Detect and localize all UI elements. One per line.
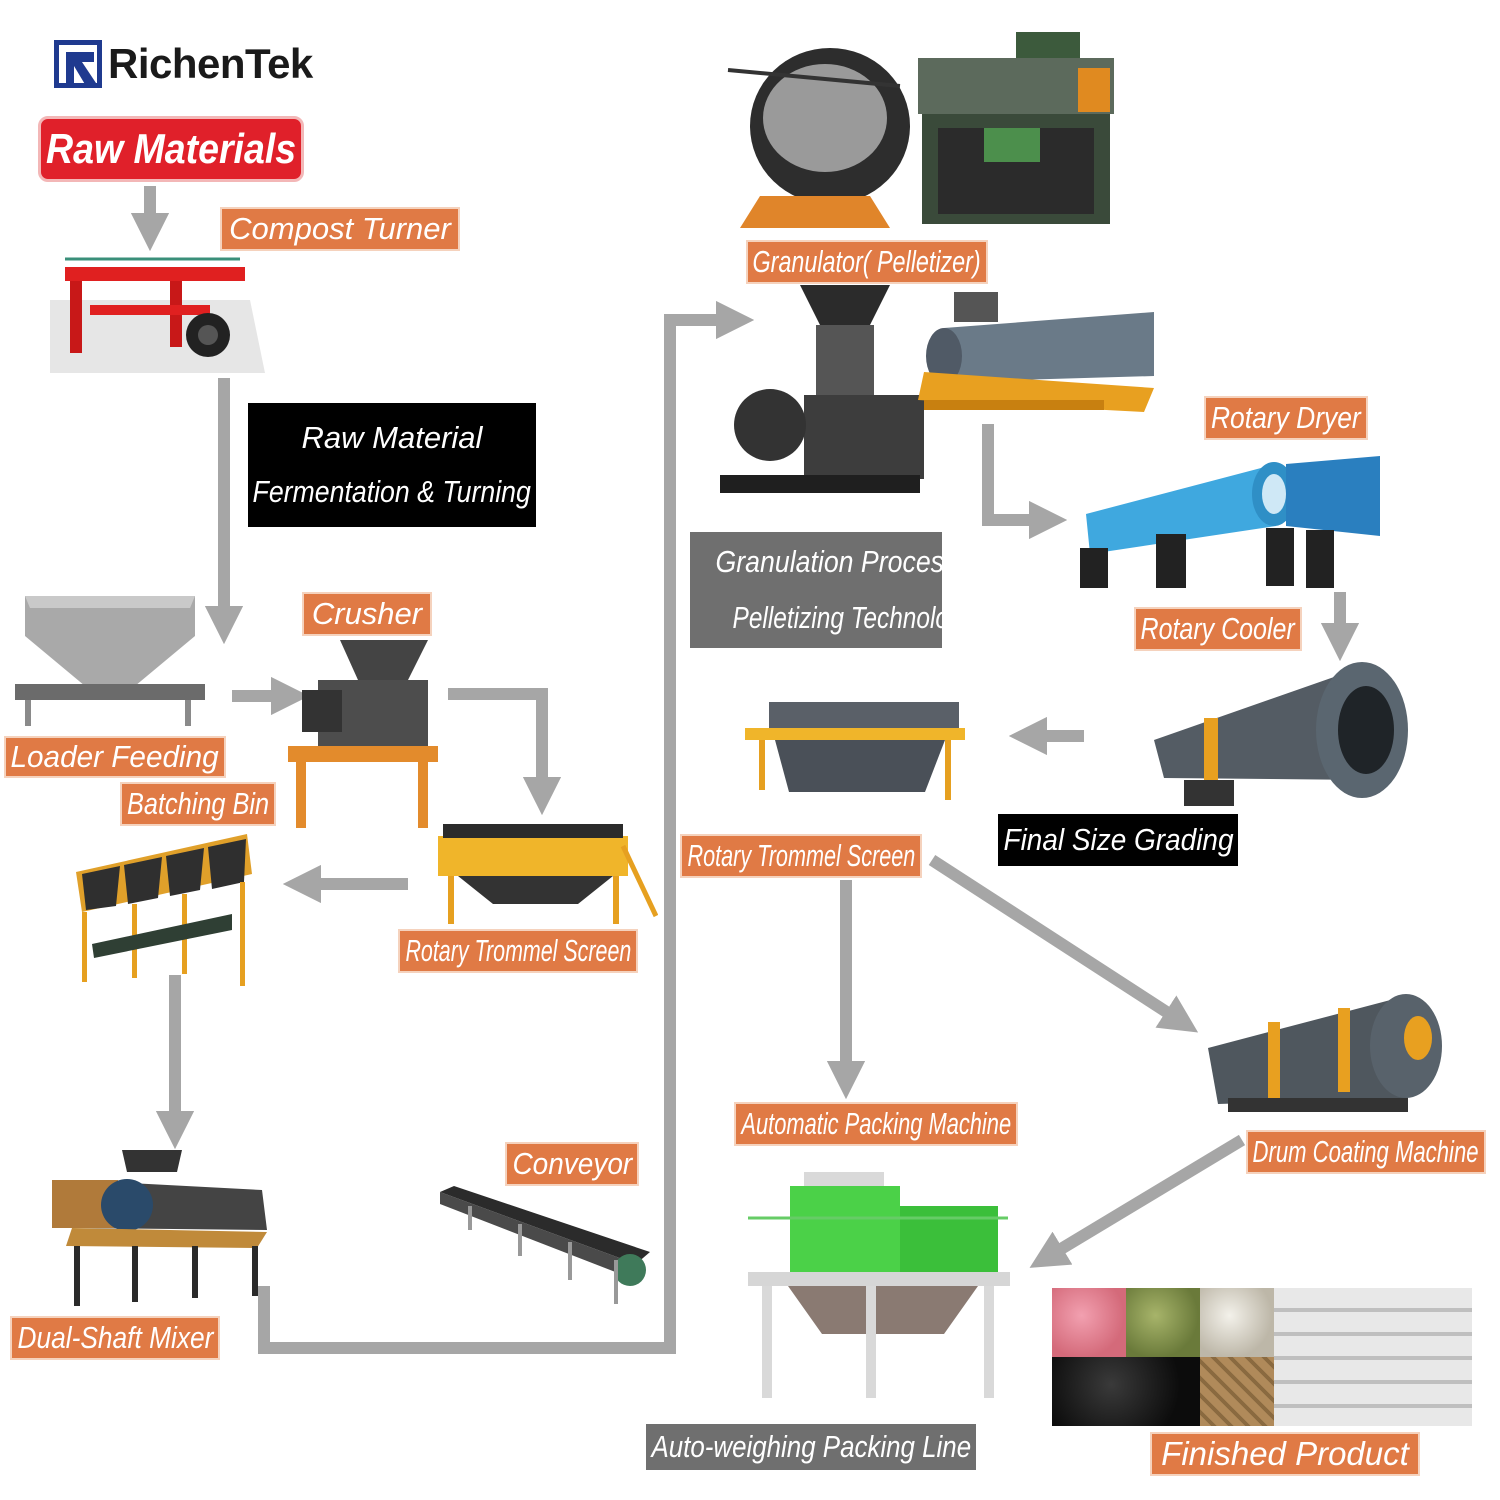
arrow-crusher-to-screen <box>448 688 562 816</box>
label-dual-shaft-mixer: Dual-Shaft Mixer <box>10 1316 220 1360</box>
label-conveyor: Conveyor <box>505 1142 639 1186</box>
richentek-logo: RichenTek <box>54 38 324 90</box>
arrow-granulator-to-dryer <box>982 424 1068 540</box>
black-pellets-tile <box>1052 1357 1200 1426</box>
drum-coating-machine-illustration <box>1208 994 1442 1112</box>
label-rotary-dryer: Rotary Dryer <box>1204 396 1368 440</box>
label-rotary-cooler: Rotary Cooler <box>1134 607 1302 651</box>
logo-mark-icon <box>54 40 102 88</box>
arrow-coating-to-product <box>1029 1134 1246 1268</box>
disc-granulator-illustration <box>727 48 910 228</box>
label-raw-materials: Raw Materials <box>38 116 304 182</box>
white-pellets-tile <box>1200 1288 1274 1357</box>
finished-product-photo <box>1052 1288 1472 1426</box>
label-finished-product: Finished Product <box>1150 1432 1420 1476</box>
rotary-trommel-screen-2-illustration <box>745 702 965 800</box>
extrusion-granulator-illustration <box>918 32 1114 224</box>
label-rotary-trommel-screen-2: Rotary Trommel Screen <box>680 834 922 878</box>
automatic-packing-machine-illustration <box>748 1172 1010 1398</box>
pellet-mill-illustration <box>720 285 924 493</box>
arrow-screen-to-coating <box>928 854 1199 1033</box>
arrow-mixer-to-granulator <box>258 300 755 1354</box>
rotary-dryer-illustration <box>1080 456 1380 588</box>
label-loader-feeding: Loader Feeding <box>4 736 226 778</box>
fermentation-line-1: Raw Material <box>301 420 483 455</box>
brown-pellets-tile <box>1200 1357 1274 1426</box>
brand-name: RichenTek <box>108 40 313 87</box>
label-compost-turner: Compost Turner <box>220 207 460 251</box>
bags-tile <box>1274 1288 1472 1426</box>
conveyor-illustration <box>440 1186 650 1304</box>
label-granulator: Granulator( Pelletizer) <box>746 240 988 284</box>
dual-shaft-mixer-illustration <box>52 1150 267 1306</box>
compost-turner-illustration <box>50 257 265 373</box>
label-drum-coating-machine: Drum Coating Machine <box>1246 1130 1486 1174</box>
granulation-line-1: Granulation Process <box>715 544 958 579</box>
batching-bin-illustration <box>76 834 252 986</box>
label-automatic-packing-machine: Automatic Packing Machine <box>734 1102 1018 1146</box>
label-rotary-trommel-screen-1: Rotary Trommel Screen <box>398 929 638 973</box>
rotary-cooler-illustration <box>1154 662 1408 806</box>
rotary-trommel-screen-illustration <box>438 824 658 924</box>
drum-granulator-illustration <box>918 292 1154 412</box>
label-batching-bin: Batching Bin <box>120 782 276 826</box>
label-final-size-grading: Final Size Grading <box>998 814 1238 866</box>
granulation-line-2: Pelletizing Technology <box>732 600 975 635</box>
fermentation-line-2: Fermentation & Turning <box>252 474 532 509</box>
green-pellets-tile <box>1126 1288 1200 1357</box>
pink-pellets-tile <box>1052 1288 1126 1357</box>
label-crusher: Crusher <box>302 592 432 636</box>
crusher-illustration <box>288 640 438 828</box>
label-granulation-process: Granulation Process Pelletizing Technolo… <box>690 532 975 648</box>
label-auto-weighing-packing-line: Auto-weighing Packing Line <box>646 1424 976 1470</box>
label-fermentation-turning: Raw Material Fermentation & Turning <box>248 403 536 527</box>
loader-feeding-illustration <box>15 596 205 726</box>
